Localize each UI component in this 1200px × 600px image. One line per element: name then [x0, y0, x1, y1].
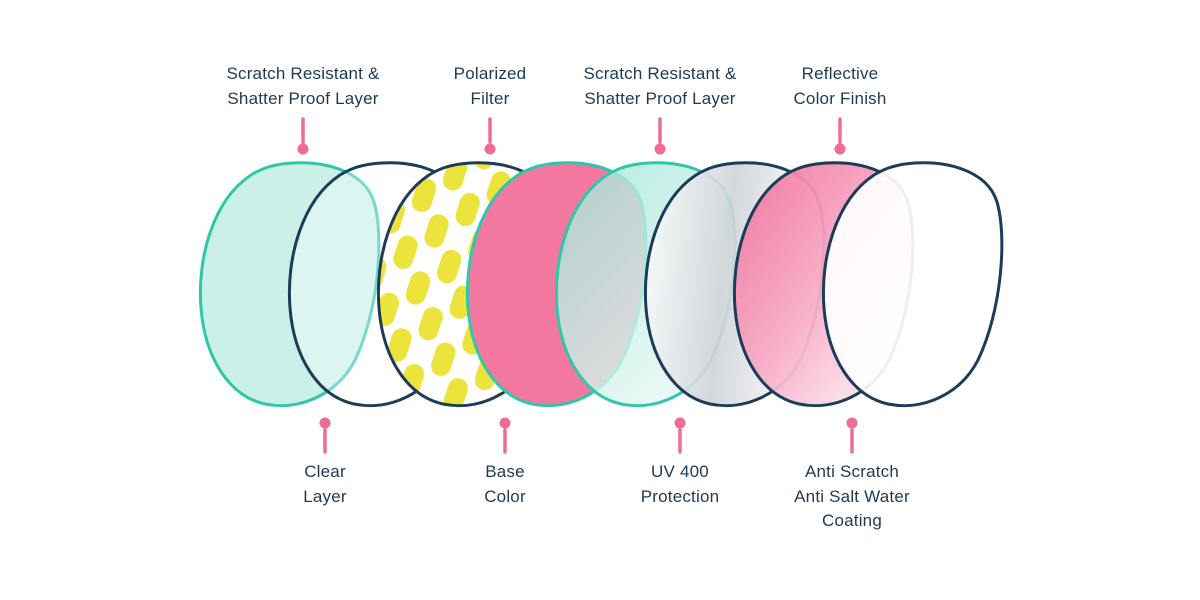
connector-dot	[484, 143, 496, 155]
bottom-connectors	[319, 417, 858, 454]
label-uv-400-protection: UV 400 Protection	[640, 462, 720, 506]
connector-dot	[297, 143, 309, 155]
connector-dot	[846, 417, 858, 429]
label-scratch-shatter-front: Scratch Resistant & Shatter Proof Layer	[226, 64, 380, 108]
label-base-color: Base Color	[484, 462, 526, 506]
lens-anti-scratch-coating	[821, 161, 1004, 408]
top-connectors	[297, 117, 846, 155]
label-polarized-filter: Polarized Filter	[453, 64, 527, 108]
label-reflective-color-finish: Reflective Color Finish	[793, 64, 887, 108]
label-scratch-shatter-mid: Scratch Resistant & Shatter Proof Layer	[583, 64, 737, 108]
connector-dot	[499, 417, 511, 429]
label-anti-scratch-coating: Anti Scratch Anti Salt Water Coating	[794, 462, 910, 531]
connector-dot	[654, 143, 666, 155]
label-clear-layer: Clear Layer	[303, 462, 347, 506]
connector-dot	[674, 417, 686, 429]
lens-stack	[198, 161, 1004, 408]
connector-dot	[319, 417, 331, 429]
connector-dot	[834, 143, 846, 155]
